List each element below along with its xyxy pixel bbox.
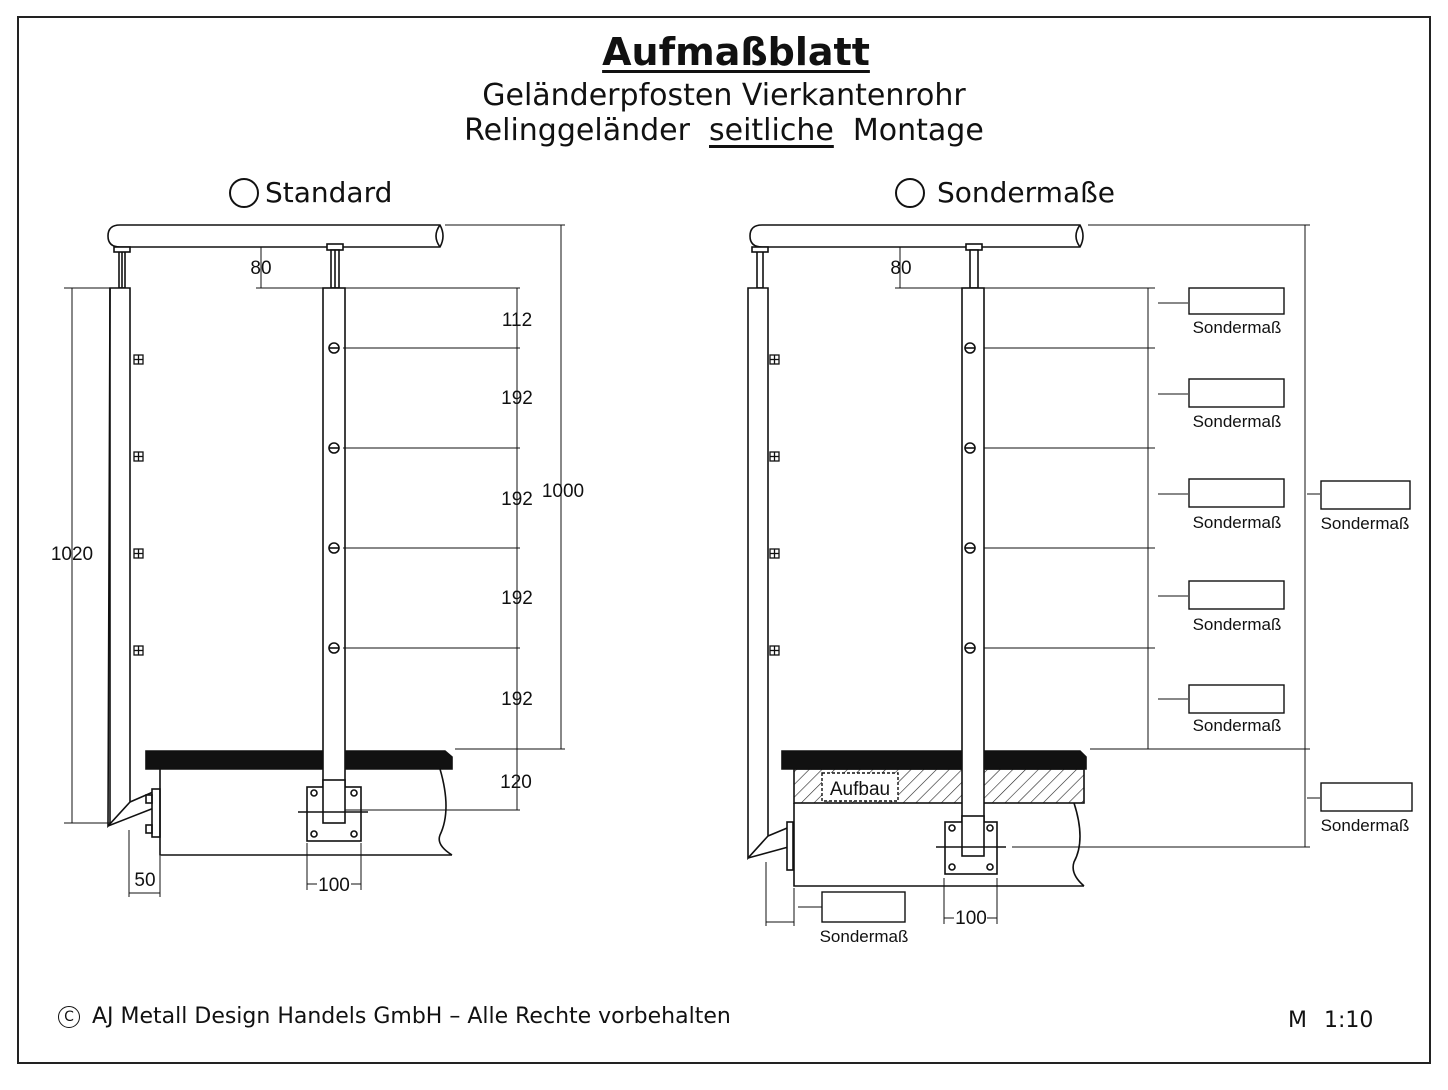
- floor-slab: [159, 768, 453, 856]
- page-subtitle-1: Geländerpfosten Vierkantenrohr: [482, 78, 966, 113]
- field-label-4: Sondermaß: [1193, 615, 1282, 634]
- main-post: [961, 287, 985, 857]
- dim-post-length: 1020: [51, 544, 93, 565]
- option-standard[interactable]: Standard: [229, 176, 392, 209]
- custom-field-4[interactable]: [1188, 580, 1285, 610]
- field-label-1: Sondermaß: [1193, 318, 1282, 337]
- handrail: [749, 224, 1084, 248]
- floor-slab-top: [145, 750, 453, 770]
- option-custom-label: Sondermaße: [937, 176, 1115, 209]
- bracket-icons: [769, 354, 780, 656]
- custom-input-fields: [821, 287, 1413, 923]
- floor-slab: [793, 802, 1085, 887]
- option-custom[interactable]: Sondermaße: [895, 176, 1115, 209]
- dim-bottom: 120: [500, 772, 532, 793]
- sheet-border: [17, 16, 1431, 1064]
- standard-drawing: [107, 224, 453, 856]
- copyright-text: AJ Metall Design Handels GmbH – Alle Rec…: [92, 1004, 731, 1029]
- dim-hole-1: 112: [502, 310, 532, 331]
- cable-holes: [964, 342, 976, 654]
- left-post: [107, 287, 131, 829]
- custom-field-3[interactable]: [1188, 478, 1285, 508]
- aufbau-label: Aufbau: [830, 779, 890, 800]
- cable-holes: [328, 342, 340, 654]
- dim-handrail-gap: 80: [890, 258, 911, 279]
- custom-dimensions: [765, 224, 1320, 926]
- custom-field-wall-offset[interactable]: [821, 891, 906, 923]
- copyright-icon: C: [58, 1005, 80, 1028]
- custom-field-2[interactable]: [1188, 378, 1285, 408]
- aufbau-label-box: [821, 772, 899, 802]
- dim-wall-offset: 50: [134, 870, 155, 891]
- dim-hole-3: 192: [501, 489, 533, 510]
- field-label-5: Sondermaß: [1193, 716, 1282, 735]
- radio-standard-icon[interactable]: [229, 177, 259, 208]
- dim-hole-2: 192: [501, 388, 533, 409]
- standard-dimension-labels: 80 112 192 192 192 192 1000 1020 120 50 …: [51, 258, 584, 896]
- custom-field-1[interactable]: [1188, 287, 1285, 315]
- subtitle-mid: seitliche: [709, 113, 834, 148]
- page-subtitle-2: Relinggeländer seitliche Montage: [0, 113, 1448, 148]
- custom-field-total[interactable]: [1320, 480, 1411, 510]
- field-label-2: Sondermaß: [1193, 412, 1282, 431]
- standard-dimensions: [64, 224, 565, 897]
- bracket-icons: [133, 354, 144, 656]
- custom-drawing: [747, 224, 1087, 887]
- subtitle-pre: Relinggeländer: [464, 113, 690, 148]
- field-label-bottom: Sondermaß: [1321, 816, 1410, 835]
- field-label-3: Sondermaß: [1193, 513, 1282, 532]
- custom-field-bottom[interactable]: [1320, 782, 1413, 812]
- main-post: [322, 287, 346, 824]
- custom-field-5[interactable]: [1188, 684, 1285, 714]
- floor-slab-top: [781, 750, 1087, 770]
- footer-copyright: C AJ Metall Design Handels GmbH – Alle R…: [58, 1004, 731, 1029]
- page-title: Aufmaßblatt: [602, 30, 870, 74]
- left-post: [747, 287, 769, 861]
- field-label-wall-offset: Sondermaß: [820, 927, 909, 946]
- field-label-total: Sondermaß: [1321, 514, 1410, 533]
- handrail: [107, 224, 444, 248]
- dim-hole-5: 192: [501, 689, 533, 710]
- dim-hole-4: 192: [501, 588, 533, 609]
- dim-handrail-gap: 80: [250, 258, 271, 279]
- dim-plate-width: 100: [955, 908, 987, 929]
- dim-height-total: 1000: [542, 481, 584, 502]
- dim-plate-width: 100: [318, 875, 350, 896]
- scale-label: M 1:10: [1288, 1008, 1374, 1033]
- custom-labels: 80 100 Sondermaß Sondermaß Sondermaß Son…: [820, 258, 1410, 946]
- radio-custom-icon[interactable]: [895, 177, 925, 208]
- subtitle-post: Montage: [852, 113, 984, 148]
- option-standard-label: Standard: [265, 176, 393, 209]
